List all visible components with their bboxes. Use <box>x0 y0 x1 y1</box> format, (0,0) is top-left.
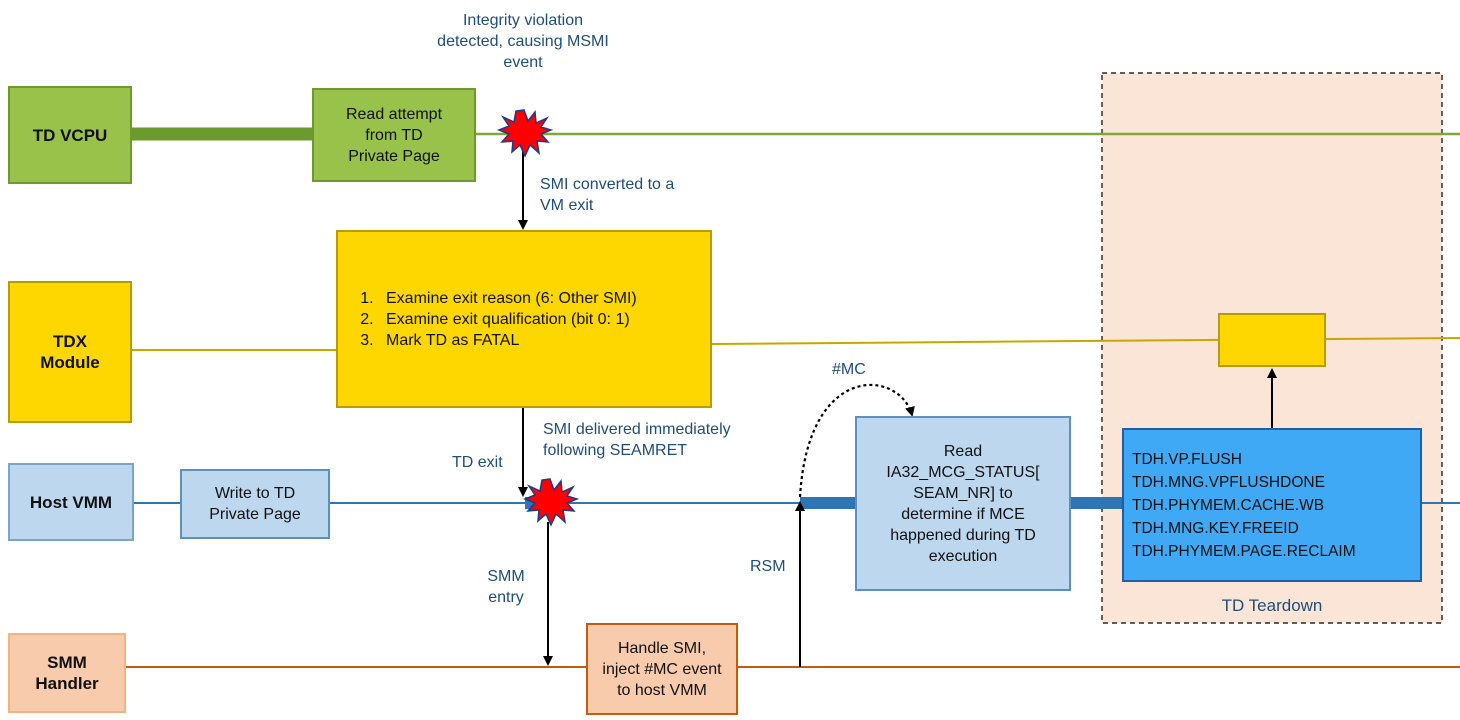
lane-label: Host VMM <box>29 492 113 512</box>
annotation-text: RSM <box>750 558 786 575</box>
lane-label: TDX <box>53 332 87 351</box>
lane-td-vcpu: TD VCPU <box>8 86 132 184</box>
mc-label: #MC <box>832 359 866 380</box>
annotation-text: following SEAMRET <box>543 442 688 459</box>
lane-label: Handler <box>35 674 99 693</box>
box-text: determine if MCE <box>901 505 1025 523</box>
integrity-violation-burst-icon <box>496 109 554 158</box>
teardown-command: TDH.MNG.VPFLUSHDONE <box>1132 473 1325 491</box>
box-text: Private Page <box>348 147 440 165</box>
lane-label: SMM <box>47 653 87 672</box>
annotation-text: entry <box>488 589 524 606</box>
smi-delivery-burst-icon <box>522 478 580 527</box>
tdx-module-timeline-right <box>711 337 1460 345</box>
handle-smi-box: Handle SMI, inject #MC event to host VMM <box>586 623 738 715</box>
step-item: Examine exit reason (6: Other SMI) <box>378 288 637 309</box>
tdx-steps-box: Examine exit reason (6: Other SMI) Exami… <box>336 230 712 408</box>
annotation-text: SMI delivered immediately <box>543 421 731 438</box>
box-text: from TD <box>365 126 423 144</box>
box-text: IA32_MCG_STATUS[ <box>886 463 1040 481</box>
teardown-command-list: TDH.VP.FLUSH TDH.MNG.VPFLUSHDONE TDH.PHY… <box>1124 448 1356 563</box>
smm-entry-label: SMM entry <box>476 566 536 608</box>
teardown-command: TDH.PHYMEM.CACHE.WB <box>1132 496 1325 514</box>
tdx-teardown-target-box <box>1218 313 1326 367</box>
box-text: Private Page <box>209 506 301 523</box>
integrity-violation-label: Integrity violation detected, causing MS… <box>418 10 628 73</box>
step-item: Examine exit qualification (bit 0: 1) <box>378 309 637 330</box>
lane-label: Module <box>40 353 100 372</box>
box-text: to host VMM <box>617 681 707 699</box>
box-text: happened during TD <box>890 526 1036 544</box>
smi-converted-label: SMI converted to a VM exit <box>540 174 674 216</box>
read-attempt-box: Read attempt from TD Private Page <box>312 88 476 182</box>
td-teardown-label: TD Teardown <box>1102 595 1442 616</box>
lane-tdx-module: TDX Module <box>8 281 132 423</box>
lane-host-vmm: Host VMM <box>8 463 134 541</box>
box-text: Write to TD <box>214 485 296 502</box>
annotation-text: event <box>503 54 543 71</box>
annotation-text: #MC <box>832 361 866 378</box>
teardown-command: TDH.PHYMEM.PAGE.RECLAIM <box>1132 542 1356 560</box>
step-item: Mark TD as FATAL <box>378 330 637 351</box>
lane-label: TD VCPU <box>32 125 108 145</box>
annotation-text: SMI converted to a <box>540 176 675 193</box>
td-exit-label: TD exit <box>452 452 503 473</box>
box-text: Handle SMI, <box>617 639 707 657</box>
box-text: SEAM_NR] to <box>913 484 1013 502</box>
box-text: execution <box>928 547 998 565</box>
annotation-text: SMM <box>487 568 525 585</box>
write-td-box: Write to TD Private Page <box>180 469 330 539</box>
teardown-command: TDH.VP.FLUSH <box>1132 450 1242 468</box>
annotation-text: TD Teardown <box>1221 596 1323 615</box>
box-text: Read attempt <box>345 105 443 123</box>
arrow-mc-dotted <box>798 383 915 498</box>
annotation-text: Integrity violation <box>462 12 584 29</box>
annotation-text: detected, causing MSMI <box>437 33 609 50</box>
teardown-commands-box: TDH.VP.FLUSH TDH.MNG.VPFLUSHDONE TDH.PHY… <box>1122 428 1422 582</box>
lane-smm-handler: SMM Handler <box>8 633 126 713</box>
box-text: Read <box>943 442 983 460</box>
box-text: inject #MC event <box>602 660 722 678</box>
rsm-label: RSM <box>750 556 786 577</box>
annotation-text: VM exit <box>540 197 594 214</box>
smi-delivered-label: SMI delivered immediately following SEAM… <box>543 419 731 461</box>
tdx-steps-list: Examine exit reason (6: Other SMI) Exami… <box>344 288 637 351</box>
annotation-text: TD exit <box>452 454 503 471</box>
teardown-command: TDH.MNG.KEY.FREEID <box>1132 519 1299 537</box>
read-mcg-status-box: Read IA32_MCG_STATUS[ SEAM_NR] to determ… <box>855 416 1071 591</box>
